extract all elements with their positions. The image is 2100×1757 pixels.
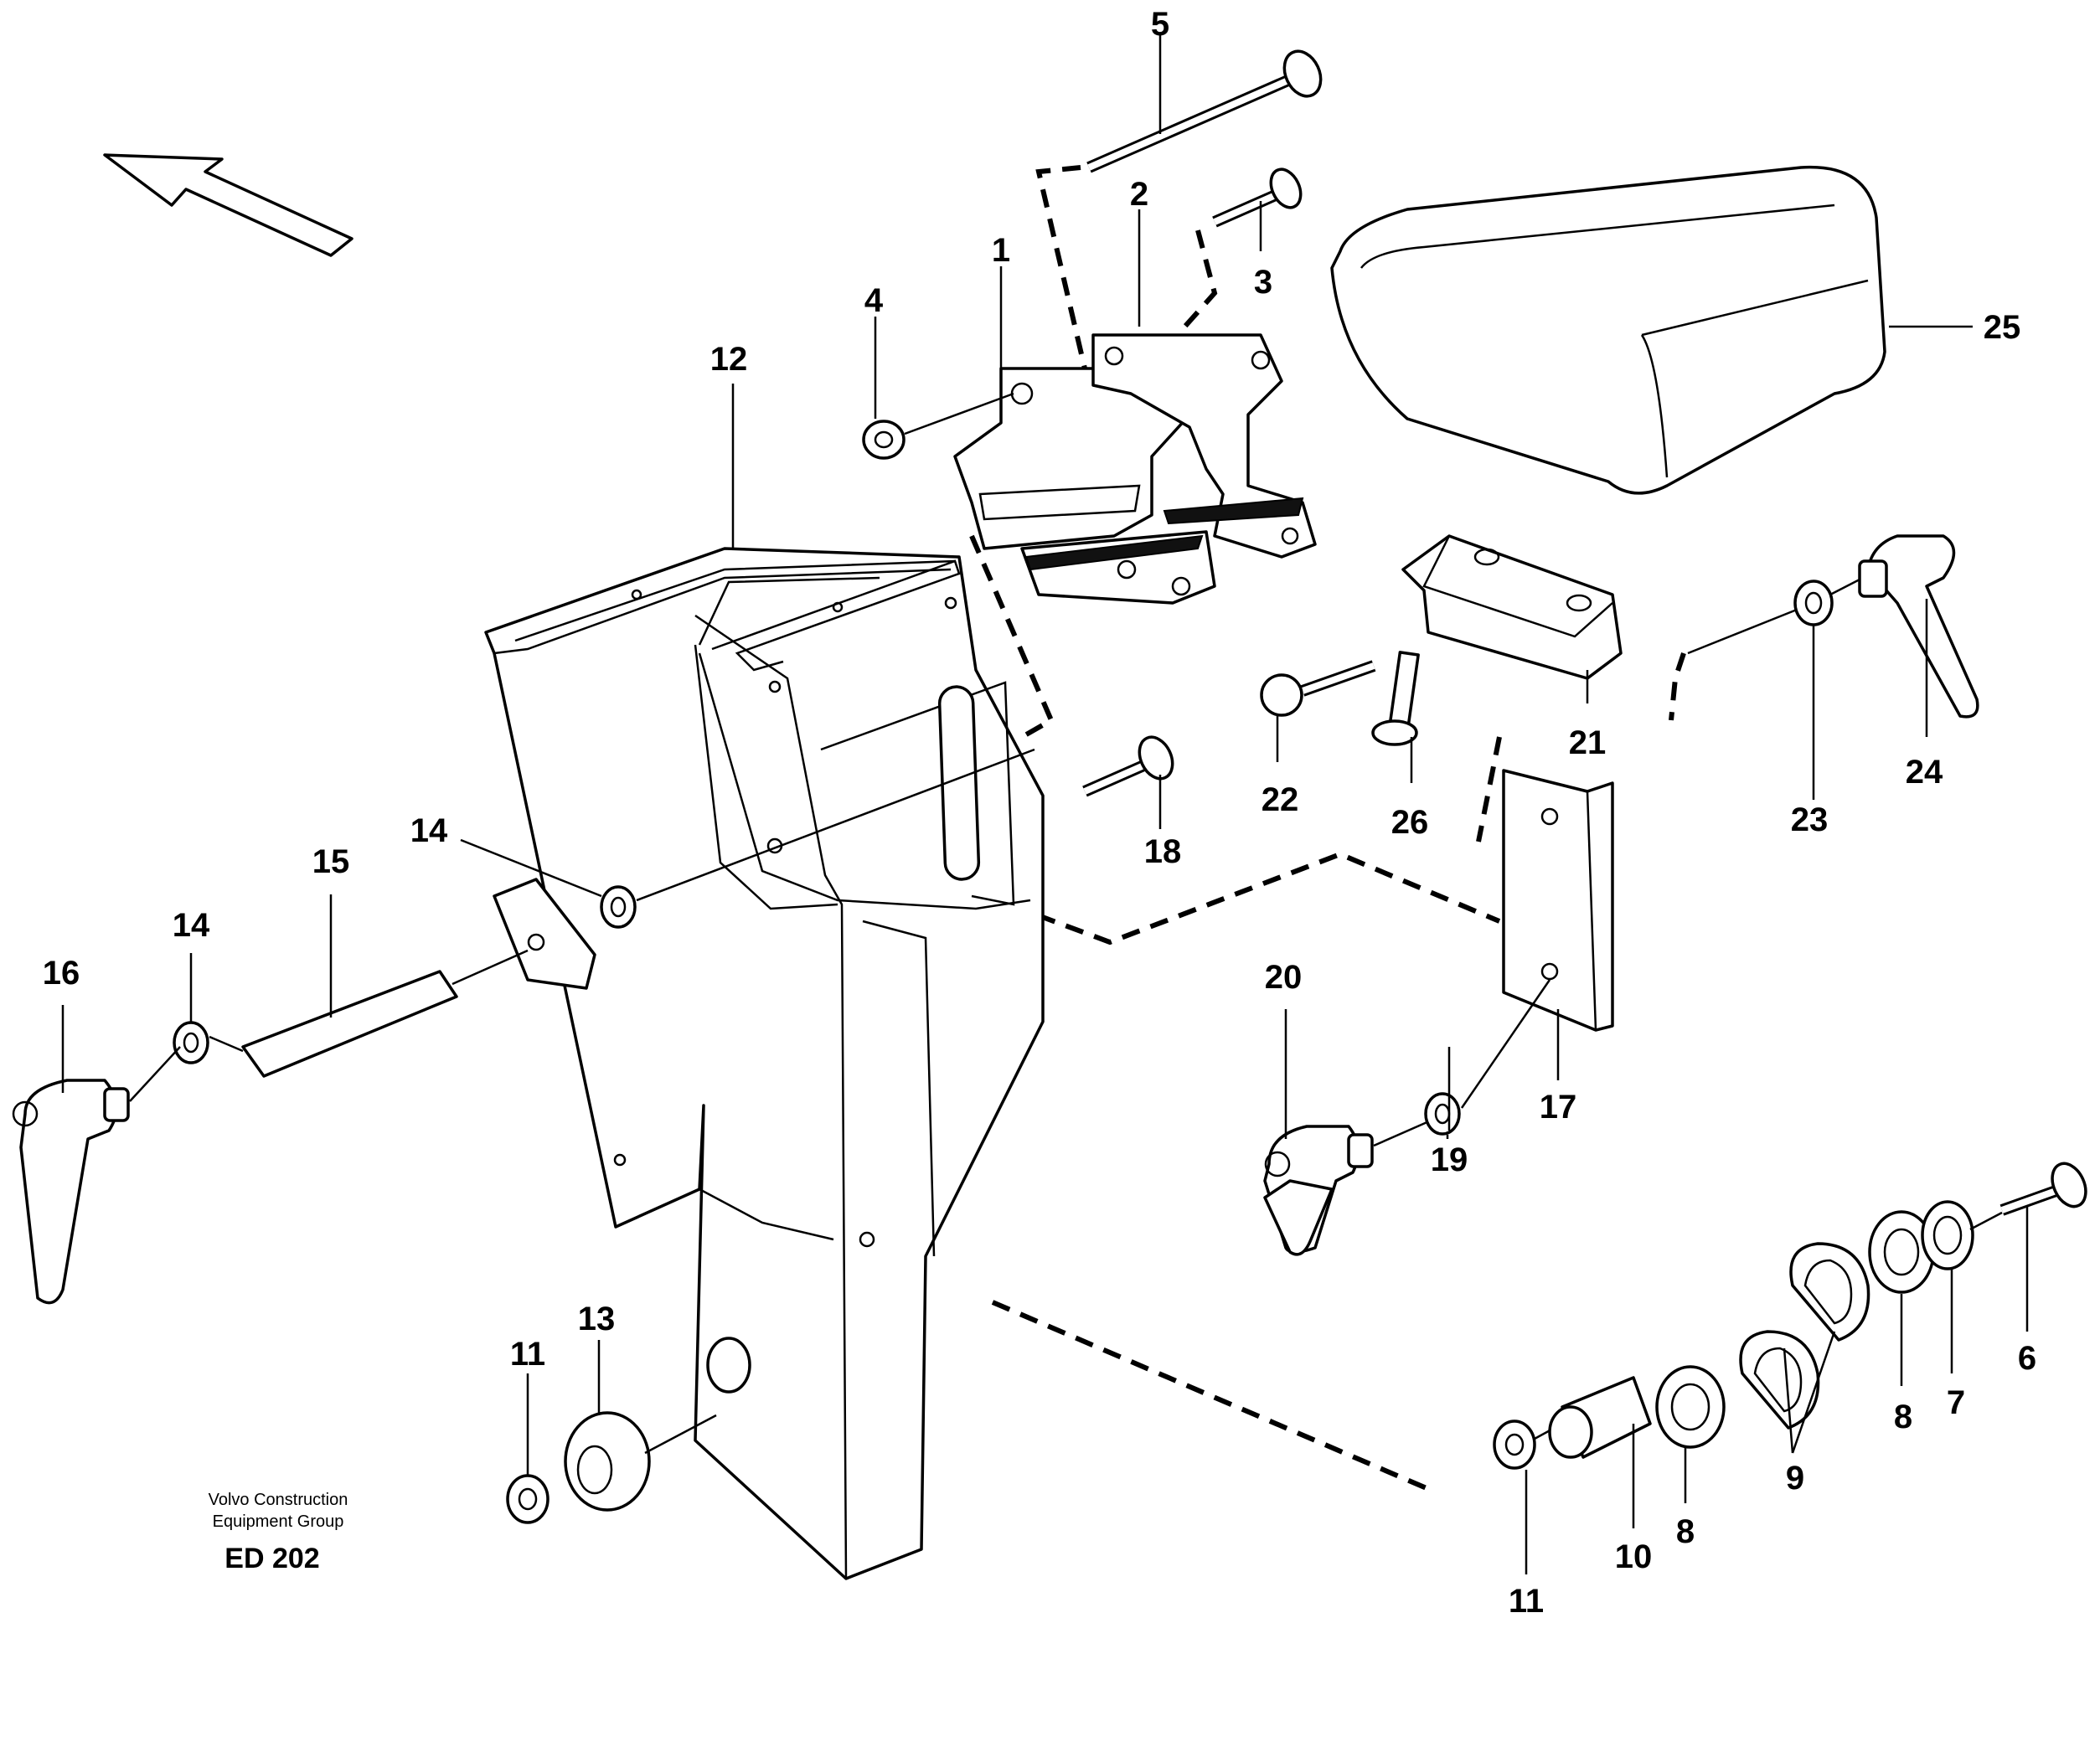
part-19-washer xyxy=(1424,979,1551,1136)
part-1-bracket xyxy=(953,367,1216,605)
callout-25: 25 xyxy=(1984,309,2021,346)
leader-lines xyxy=(61,33,2029,1574)
callout-11a: 11 xyxy=(510,1336,545,1373)
part-16-handle xyxy=(12,1046,181,1305)
part-20-handle xyxy=(1263,1116,1437,1256)
credit-line-1: Volvo Construction xyxy=(209,1491,348,1509)
callout-16: 16 xyxy=(43,955,80,992)
part-24-handle xyxy=(1829,534,1979,719)
callout-15: 15 xyxy=(312,843,350,880)
part-13-rubber-mount xyxy=(564,1411,717,1512)
callout-26: 26 xyxy=(1391,804,1429,841)
drawing-code: ED 202 xyxy=(224,1543,319,1574)
part-14-plate xyxy=(493,878,596,990)
callout-11b: 11 xyxy=(1509,1583,1544,1620)
part-2-bracket xyxy=(1091,333,1317,559)
part-4-nut xyxy=(862,392,1014,460)
part-12-pedestal-frame xyxy=(484,547,1045,1580)
part-3-bolt xyxy=(1212,167,1303,228)
part-7-washer xyxy=(1921,1200,2003,1270)
callout-7: 7 xyxy=(1947,1384,1965,1421)
callout-19: 19 xyxy=(1431,1141,1468,1178)
part-26-bolt xyxy=(1371,651,1420,746)
credit-line-2: Equipment Group xyxy=(213,1512,344,1531)
part-18-bolt xyxy=(1082,735,1174,797)
part-15-rod xyxy=(241,949,529,1078)
callout-8b: 8 xyxy=(1894,1399,1912,1435)
callout-17: 17 xyxy=(1540,1089,1577,1126)
callout-10: 10 xyxy=(1615,1538,1653,1575)
part-8-washer-right xyxy=(1868,1210,1935,1294)
part-11-nut-left xyxy=(506,1474,550,1524)
part-21-small-bracket xyxy=(1401,534,1623,680)
credit-block: Volvo Construction Equipment Group ED 20… xyxy=(209,1491,348,1574)
callout-8a: 8 xyxy=(1676,1513,1695,1550)
callout-12: 12 xyxy=(710,341,748,378)
part-6-bolt xyxy=(1999,1162,2087,1216)
direction-arrow xyxy=(103,153,353,257)
part-14-washer-upper xyxy=(600,748,1035,929)
assembly-dashed-lines xyxy=(895,165,1686,1493)
callout-24: 24 xyxy=(1906,754,1943,791)
callout-23: 23 xyxy=(1791,801,1829,838)
callout-9: 9 xyxy=(1786,1460,1804,1497)
callout-14b: 14 xyxy=(173,907,210,944)
callout-21: 21 xyxy=(1569,724,1607,761)
part-17-bracket-plate xyxy=(1502,769,1614,1032)
part-14-washer-lower xyxy=(173,1021,244,1064)
part-25-cushion xyxy=(1330,165,1886,495)
callout-4: 4 xyxy=(864,282,884,319)
callout-14a: 14 xyxy=(410,812,448,849)
callout-22: 22 xyxy=(1262,781,1299,818)
callout-6: 6 xyxy=(2018,1340,2036,1377)
callout-2: 2 xyxy=(1130,176,1148,213)
part-5-long-bolt xyxy=(1086,49,1323,173)
part-9-wedge-washers xyxy=(1739,1242,1870,1430)
callout-18: 18 xyxy=(1144,833,1182,870)
callout-labels: 5 2 3 4 1 12 25 21 22 26 23 24 18 14 15 … xyxy=(43,6,2036,1620)
callout-5: 5 xyxy=(1151,6,1169,43)
part-22-bolt xyxy=(1260,660,1376,717)
callout-3: 3 xyxy=(1254,264,1272,301)
part-8-washer-left xyxy=(1655,1365,1726,1449)
part-23-washer xyxy=(1687,580,1834,655)
callout-20: 20 xyxy=(1265,959,1303,996)
callout-13: 13 xyxy=(578,1301,616,1337)
part-10-spacer xyxy=(1548,1376,1652,1459)
callout-1: 1 xyxy=(992,232,1010,269)
